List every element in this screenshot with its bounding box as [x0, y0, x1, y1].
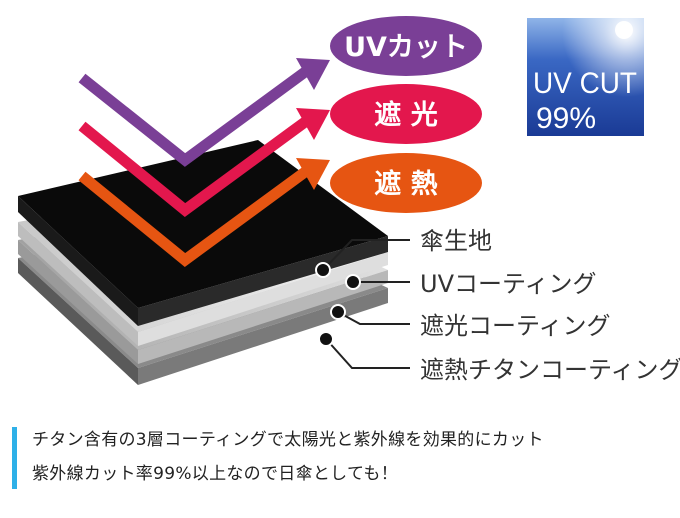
light-reflection-arrow [78, 108, 330, 217]
leader-fabric [315, 239, 410, 278]
light-shade-pill: 遮 光 [330, 84, 482, 144]
uv-cut-badge: UV CUT 99% [527, 18, 644, 136]
heat-shield-pill: 遮 熱 [330, 153, 482, 213]
uv-reflection-arrow [78, 58, 330, 167]
caption-line-1: チタン含有の3層コーティングで太陽光と紫外線を効果的にカット [32, 430, 544, 450]
leader-lines [315, 239, 410, 369]
heat-reflection-arrow [78, 158, 330, 267]
label-heat-coating: 遮熱チタンコーティング [420, 356, 680, 384]
caption-line-2: 紫外線カット率99%以上なので日傘としても！ [32, 464, 399, 484]
label-uv-coating: UVコーティング [420, 270, 597, 298]
svg-text:UVカット: UVカット [344, 32, 468, 63]
leader-uv-coating [345, 274, 410, 290]
label-fabric: 傘生地 [420, 227, 492, 255]
sun-icon [615, 21, 633, 39]
leader-heat-coating [318, 331, 410, 369]
svg-text:遮 光: 遮 光 [374, 99, 437, 131]
coating-layers-diagram: UVカット 遮 光 遮 熱 UV CUT 99% [18, 16, 680, 385]
caption-accent-bar [12, 427, 17, 489]
leader-shade-coating [330, 304, 410, 325]
layer-stack [18, 140, 388, 385]
label-shade-coating: 遮光コーティング [420, 312, 611, 340]
uv-cut-pill: UVカット [330, 16, 482, 76]
svg-text:UV CUT: UV CUT [533, 67, 637, 100]
svg-text:99%: 99% [536, 102, 596, 135]
svg-text:遮 熱: 遮 熱 [374, 168, 437, 200]
